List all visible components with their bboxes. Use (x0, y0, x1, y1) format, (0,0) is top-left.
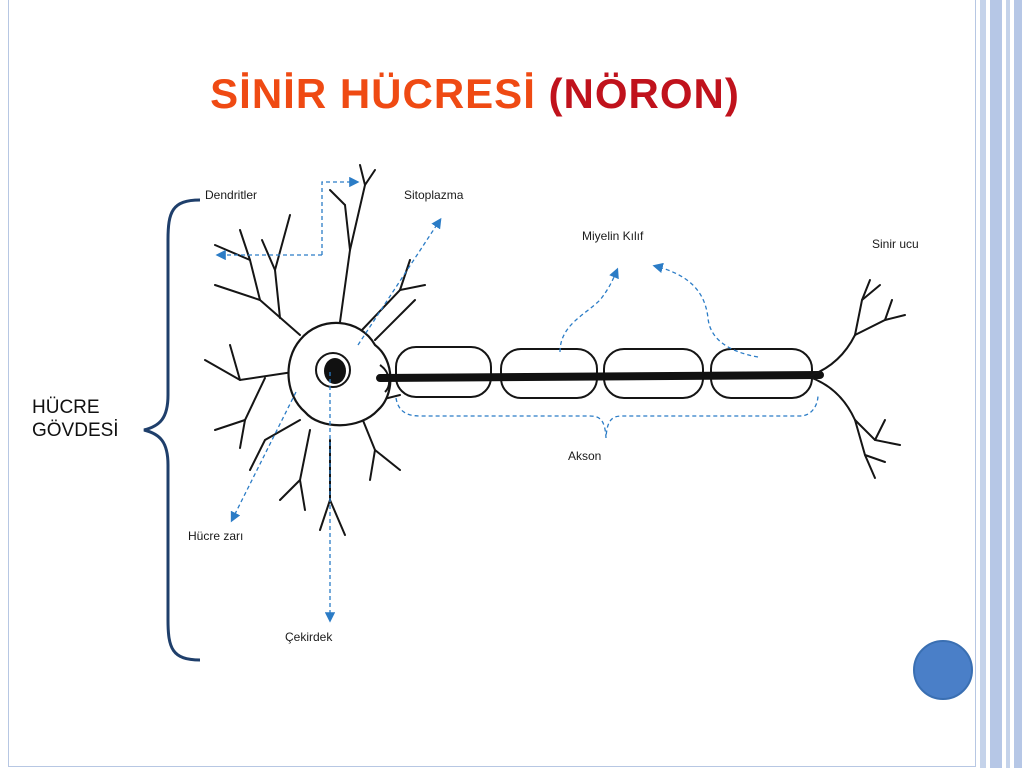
annotation-arrows (215, 176, 819, 623)
soma (287, 321, 392, 427)
label-cytoplasm: Sitoplazma (404, 188, 464, 202)
title-main: SİNİR HÜCRESİ (210, 70, 536, 117)
right-decor-bars (980, 0, 1022, 768)
side-label-line2: GÖVDESİ (32, 420, 119, 441)
label-nerve-ending: Sinir ucu (872, 237, 919, 251)
label-dendrites: Dendritler (205, 188, 258, 202)
axon-terminals (811, 279, 906, 479)
side-label-cell-body: HÜCRE GÖVDESİ (32, 396, 119, 442)
label-axon: Akson (568, 449, 602, 463)
page-title: SİNİR HÜCRESİ (NÖRON) (0, 70, 950, 118)
title-sub: (NÖRON) (548, 70, 740, 117)
label-cell-membrane: Hücre zarı (188, 529, 244, 543)
axon (376, 371, 824, 382)
slide-frame (8, 0, 976, 767)
label-nucleus: Çekirdek (285, 630, 333, 644)
body-brace (143, 198, 201, 662)
decor-circle (913, 640, 973, 700)
side-label-line1: HÜCRE (32, 397, 100, 418)
dendrites (204, 164, 426, 536)
label-myelin: Miyelin Kılıf (582, 229, 644, 243)
